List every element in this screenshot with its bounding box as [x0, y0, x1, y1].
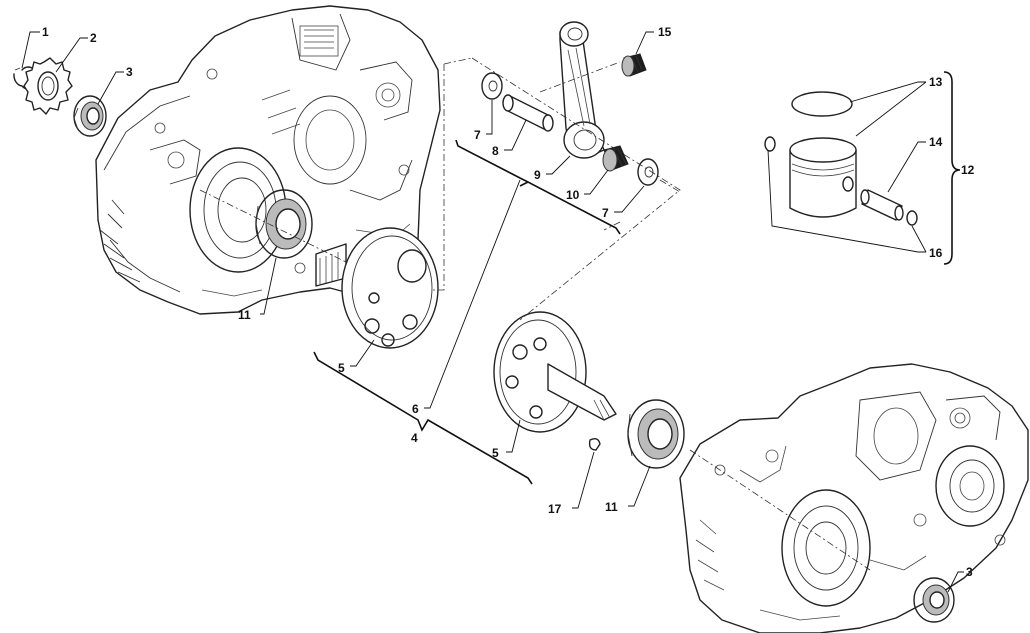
piston-pin-clip-left: [764, 136, 776, 152]
callout-8: 8: [492, 144, 499, 158]
crank-web-left: [315, 227, 439, 349]
thrust-washer-left: [481, 72, 503, 100]
woodruff-key: [588, 437, 601, 451]
callout-9: 9: [534, 168, 541, 182]
main-bearing-right: [627, 399, 685, 469]
piston-pin-clip-right: [906, 210, 918, 226]
thrust-washer-right: [637, 158, 659, 186]
right-crankcase-half: [679, 363, 1029, 633]
callout-7: 7: [602, 206, 609, 220]
piston-pin: [860, 189, 904, 221]
callout-5: 5: [338, 361, 345, 375]
callout-11: 11: [238, 308, 251, 322]
drive-sprocket: [23, 57, 73, 115]
needle-bearing-small-end: [621, 53, 647, 77]
callout-15: 15: [658, 25, 672, 39]
connecting-rod: [559, 21, 605, 159]
crank-pin: [502, 94, 554, 132]
callout-2: 2: [90, 31, 97, 45]
callout-labels: 1 2 3 3 4 5 5 6 7 7 8 9 10 11 11 12 13 1…: [42, 25, 975, 579]
callout-14: 14: [929, 135, 943, 149]
leader-lines: [21, 31, 964, 593]
piston: [789, 137, 857, 218]
callout-3: 3: [126, 65, 133, 79]
callout-7: 7: [474, 128, 481, 142]
left-crankcase-half: [95, 5, 441, 315]
center-lines: [199, 57, 871, 571]
callout-1: 1: [42, 25, 49, 39]
callout-17: 17: [548, 502, 562, 516]
bracket-crankshaft-assembly: [313, 351, 533, 485]
oil-seal-left: [73, 95, 107, 137]
bracket-piston-kit: [943, 71, 961, 265]
bracket-connecting-rod-kit: [455, 139, 621, 235]
callout-5: 5: [492, 446, 499, 460]
callout-3: 3: [966, 565, 973, 579]
callout-13: 13: [929, 75, 943, 89]
callout-10: 10: [566, 188, 580, 202]
callout-16: 16: [929, 246, 943, 260]
needle-bearing-big-end: [602, 145, 629, 172]
callout-12: 12: [961, 163, 975, 177]
callout-6: 6: [412, 402, 419, 416]
crank-web-right: [493, 311, 617, 433]
piston-ring: [791, 91, 853, 117]
callout-4: 4: [411, 431, 418, 445]
oil-seal-right: [913, 577, 955, 623]
callout-11: 11: [605, 500, 618, 514]
main-bearing-left: [255, 189, 313, 259]
